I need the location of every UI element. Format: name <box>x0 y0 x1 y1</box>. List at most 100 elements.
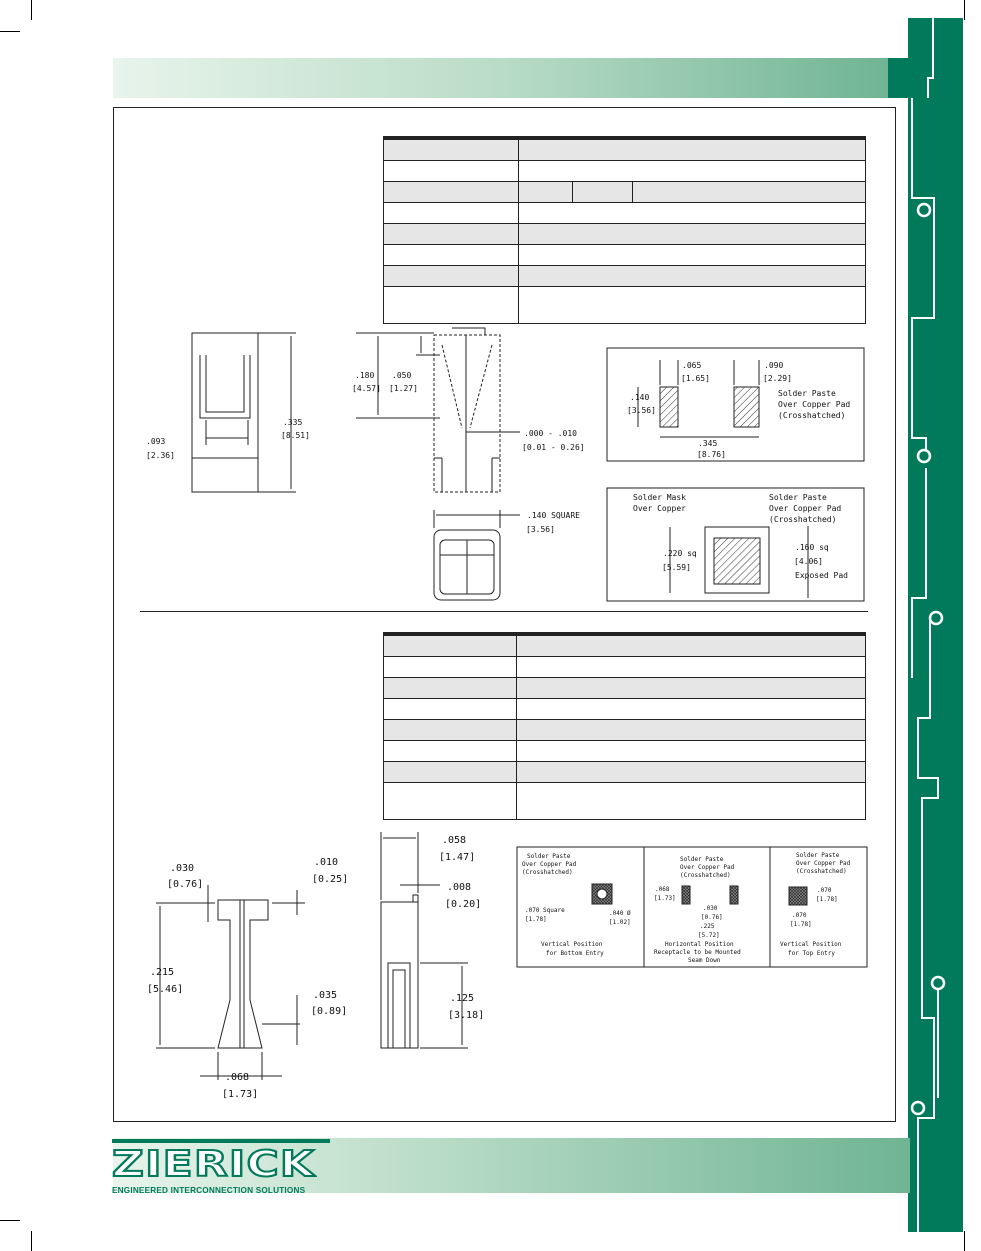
dim-label: [0.01 - 0.26] <box>522 443 585 452</box>
crop-mark <box>0 1220 20 1221</box>
table-row <box>384 245 865 266</box>
dim-label: [2.36] <box>146 451 175 460</box>
dim-label: .160 sq <box>795 543 829 552</box>
dim-label: .035 <box>313 990 337 1001</box>
table-row <box>384 720 865 741</box>
note-label: Over Copper Pad <box>680 864 735 871</box>
note-label: Exposed Pad <box>795 571 848 580</box>
dim-label: [0.76] <box>167 879 203 890</box>
pad-layout-box-3 <box>516 846 868 968</box>
dim-label: [5.46] <box>147 984 183 995</box>
note-label: Over Copper Pad <box>522 861 577 868</box>
receptacle-side-view <box>191 332 296 493</box>
dim-label: [3.56] <box>526 525 555 534</box>
receptacle-top-view <box>433 510 520 601</box>
table-row <box>384 657 865 678</box>
table-row <box>384 762 865 783</box>
dim-label: [8.76] <box>697 450 726 459</box>
table-row <box>384 741 865 762</box>
dim-label: [0.25] <box>312 874 348 885</box>
dim-label: [1.73] <box>222 1089 258 1100</box>
note-label: Solder Paste <box>527 853 571 860</box>
dim-label: [1.65] <box>681 374 710 383</box>
header-gradient-bar <box>113 58 890 98</box>
crop-mark <box>31 1231 32 1251</box>
dim-label: .140 <box>630 393 649 402</box>
note-label: Solder Paste <box>778 389 836 398</box>
note-label: Over Copper Pad <box>769 504 841 513</box>
table-row <box>384 678 865 699</box>
circuit-trace-icon <box>910 18 946 1232</box>
note-label: (Crosshatched) <box>522 869 573 876</box>
note-label: Over Copper Pad <box>778 400 850 409</box>
dim-label: .010 <box>314 857 338 868</box>
dim-label: [3.18] <box>448 1010 484 1021</box>
spec-table-1 <box>383 136 866 324</box>
dim-label: .065 <box>682 361 701 370</box>
dim-label: .058 <box>442 835 466 846</box>
dim-label: [8.51] <box>281 431 310 440</box>
dim-label: .068 <box>225 1072 249 1083</box>
dim-label: [1.47] <box>439 852 475 863</box>
caption: Vertical Position <box>780 941 842 948</box>
dim-label: .068 <box>655 886 670 893</box>
dim-label: .070 Square <box>525 907 565 914</box>
dim-label: [0.76] <box>701 914 723 921</box>
crop-mark <box>964 0 965 20</box>
dim-label: [1.78] <box>790 921 812 928</box>
dim-label: [1.78] <box>525 916 547 923</box>
note-label: Solder Mask <box>633 493 686 502</box>
note-label: (Crosshatched) <box>769 515 836 524</box>
dim-label: [5.72] <box>698 932 720 939</box>
section-divider <box>140 611 868 612</box>
table-row <box>384 140 865 161</box>
note-label: Solder Paste <box>680 856 724 863</box>
pad-layout-box-2 <box>606 487 865 602</box>
spec-table-2 <box>383 632 866 820</box>
circuit-side-band <box>908 18 963 1232</box>
logo-wordmark: ZIERICK <box>111 1143 316 1186</box>
dim-label: [4.06] <box>794 557 823 566</box>
footer-gradient-bar <box>113 1138 910 1193</box>
dim-label: [3.56] <box>627 406 656 415</box>
dim-label: [0.89] <box>311 1006 347 1017</box>
note-label: Over Copper Pad <box>796 860 851 867</box>
dim-label: [1.73] <box>654 895 676 902</box>
table-row <box>384 182 865 203</box>
dim-label: [1.27] <box>389 384 418 393</box>
dim-label: [1.78] <box>816 896 838 903</box>
terminal-front-view <box>156 885 305 1080</box>
table-row <box>384 699 865 720</box>
note-label: (Crosshatched) <box>778 411 845 420</box>
dim-label: .008 <box>447 882 471 893</box>
dim-label: .000 - .010 <box>524 429 577 438</box>
note-label: Solder Paste <box>796 852 840 859</box>
crop-mark <box>0 31 20 32</box>
header-green-block <box>888 58 910 98</box>
terminal-side-view <box>380 832 468 1049</box>
table-row <box>384 636 865 657</box>
caption: Receptacle to be Mounted <box>654 949 741 956</box>
table-row <box>384 203 865 224</box>
caption: for Top Entry <box>788 950 835 957</box>
caption: Horizontal Position <box>665 941 734 948</box>
caption: for Bottom Entry <box>546 950 604 957</box>
crop-mark <box>964 1231 965 1251</box>
logo-tagline: ENGINEERED INTERCONNECTION SOLUTIONS <box>112 1186 306 1195</box>
dim-label: .090 <box>764 361 783 370</box>
dim-label: [0.20] <box>445 899 481 910</box>
dim-label: .225 <box>700 923 715 930</box>
table-row <box>384 266 865 287</box>
content-frame <box>113 107 896 1122</box>
dim-label: .093 <box>146 437 165 446</box>
note-label: (Crosshatched) <box>680 872 731 879</box>
caption: Vertical Position <box>541 941 603 948</box>
dim-label: .125 <box>450 993 474 1004</box>
table-row <box>384 287 865 323</box>
dim-label: .220 sq <box>663 549 697 558</box>
dim-label: .070 <box>817 887 832 894</box>
dim-label: .335 <box>283 418 302 427</box>
dim-label: [1.02] <box>609 919 631 926</box>
note-label: Over Copper <box>633 504 686 513</box>
